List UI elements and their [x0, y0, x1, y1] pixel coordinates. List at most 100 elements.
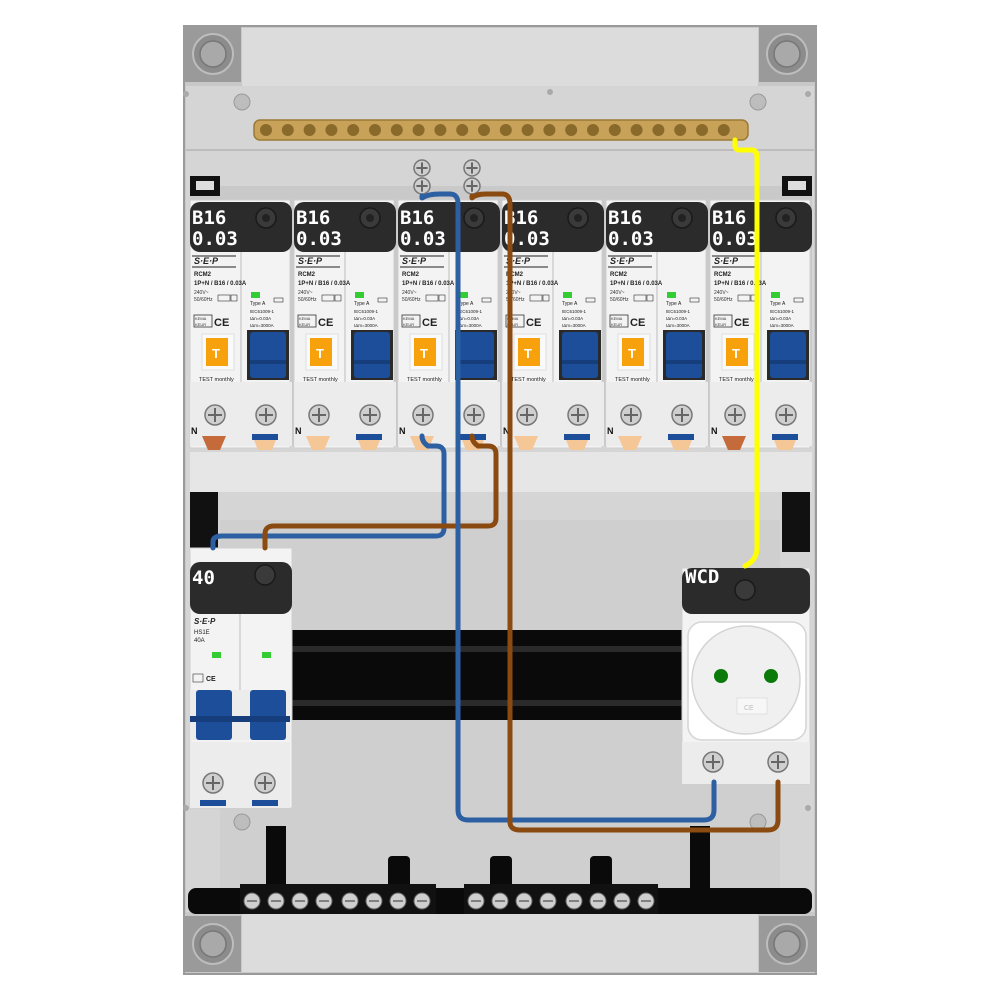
rcbo-ce-mark: CE: [318, 317, 333, 329]
rcbo-icm: IΔm=3000A: [458, 323, 482, 328]
busbar-hole: [456, 124, 469, 136]
busbar-hole: [499, 124, 512, 136]
mount-hole: [199, 40, 227, 68]
busbar-hole: [434, 124, 447, 136]
rcbo-type: Type A: [250, 301, 266, 307]
live-feed-wire: [262, 433, 499, 551]
top-channel: [242, 28, 758, 86]
mini-icon: [273, 297, 284, 303]
mount-hole: [773, 40, 801, 68]
main-switch-model: HS1E: [194, 630, 210, 636]
indicator-window: [212, 652, 221, 658]
bottom-bar-right: [668, 434, 694, 440]
rcbo-ce-mark: CE: [422, 317, 437, 329]
rcbo-sensitivity: 0.03: [296, 228, 342, 250]
rcbo-icm: IΔm=3000A: [354, 323, 378, 328]
socket-neutral-wire: [419, 191, 717, 823]
plate-screw: [233, 93, 251, 111]
bottom-stub-right: [566, 440, 588, 450]
cert-box: [713, 314, 733, 328]
side-channel: [782, 492, 810, 552]
cap-screw-center: [678, 214, 686, 222]
screw-icon: [254, 772, 276, 794]
rcbo-frequency: 50/60Hz: [714, 297, 733, 303]
toggle-lever: [250, 690, 286, 740]
screw-icon: [775, 404, 797, 426]
socket-live-wire: [469, 191, 781, 833]
screw-icon: [567, 404, 589, 426]
din-rail-edge: [290, 646, 690, 652]
rcbo-icm: IΔm=3000A: [770, 323, 794, 328]
din-clip-slot: [196, 181, 214, 190]
rcbo-ce-mark: CE: [214, 317, 229, 329]
rcbo-type: Type A: [458, 301, 474, 307]
test-letter: T: [524, 346, 532, 361]
rcbo-model: RCM2: [298, 272, 316, 278]
test-letter: T: [628, 346, 636, 361]
rcbo-spec: 1P+N / B16 / 0.03A: [402, 281, 455, 287]
screw-icon: [671, 404, 693, 426]
rcbo-cert-mark: KEUR: [299, 322, 310, 327]
terminal-zone: [682, 742, 810, 784]
rating-box: [321, 294, 335, 302]
rcbo-idn: IΔn=0.03A: [354, 316, 375, 321]
cert-box: [193, 314, 213, 328]
busbar-hole: [260, 124, 272, 136]
rcbo-brand: S·E·P: [506, 256, 531, 266]
rcbo-voltage: 240V~: [402, 290, 417, 296]
test-button: [622, 338, 644, 366]
neutral-mark: N: [399, 426, 406, 436]
test-letter: T: [732, 346, 740, 361]
cap-screw-center: [262, 214, 270, 222]
neutral-mark: N: [711, 426, 718, 436]
rcbo-standard: IEC61009-1: [562, 309, 587, 314]
screw-icon: [255, 404, 277, 426]
rating-box: [334, 294, 342, 302]
test-button: [518, 338, 540, 366]
cap-screw: [734, 579, 756, 601]
cap-screw-center: [366, 214, 374, 222]
screw-icon: [724, 404, 746, 426]
indicator-window: [771, 292, 780, 298]
rcbo-voltage: 240V~: [506, 290, 521, 296]
rcbo-idn: IΔn=0.03A: [562, 316, 583, 321]
earth-wire: [732, 137, 760, 569]
rcbo-model: RCM2: [610, 272, 628, 278]
neutral-mark: N: [295, 426, 302, 436]
mini-icon: [377, 297, 388, 303]
rating-box: [230, 294, 238, 302]
test-label: TEST monthly: [199, 377, 234, 383]
screw-icon: [413, 159, 431, 177]
rcbo-ce-mark: CE: [734, 317, 749, 329]
rcbo-ce-mark: CE: [630, 317, 645, 329]
main-switch-current: 40A: [194, 638, 205, 644]
rcbo-brand: S·E·P: [610, 256, 635, 266]
din-clip-slot: [788, 181, 806, 190]
screw-icon: [463, 159, 481, 177]
bottom-bar-right: [772, 434, 798, 440]
rcbo-cert-mark: KEUR: [611, 322, 622, 327]
bottom-bar: [200, 800, 226, 806]
wiring: [210, 137, 781, 833]
busbar-hole: [674, 124, 687, 136]
screw-icon: [204, 404, 226, 426]
rail-post: [266, 826, 286, 896]
rcbo-standard: IEC61009-1: [770, 309, 795, 314]
rcbo-divider: [656, 252, 658, 382]
socket-label: WCD: [685, 566, 719, 588]
busbar-hole: [608, 124, 621, 136]
busbar-hole: [565, 124, 578, 136]
rcbo-icm: IΔm=3000A: [250, 323, 274, 328]
busbar-hole: [652, 124, 665, 136]
test-label: TEST monthly: [615, 377, 650, 383]
screw-icon: [412, 404, 434, 426]
rcbo-cert-mark: KEUR: [507, 322, 518, 327]
plate-dot: [805, 91, 811, 97]
bottom-stub-right: [358, 440, 380, 450]
